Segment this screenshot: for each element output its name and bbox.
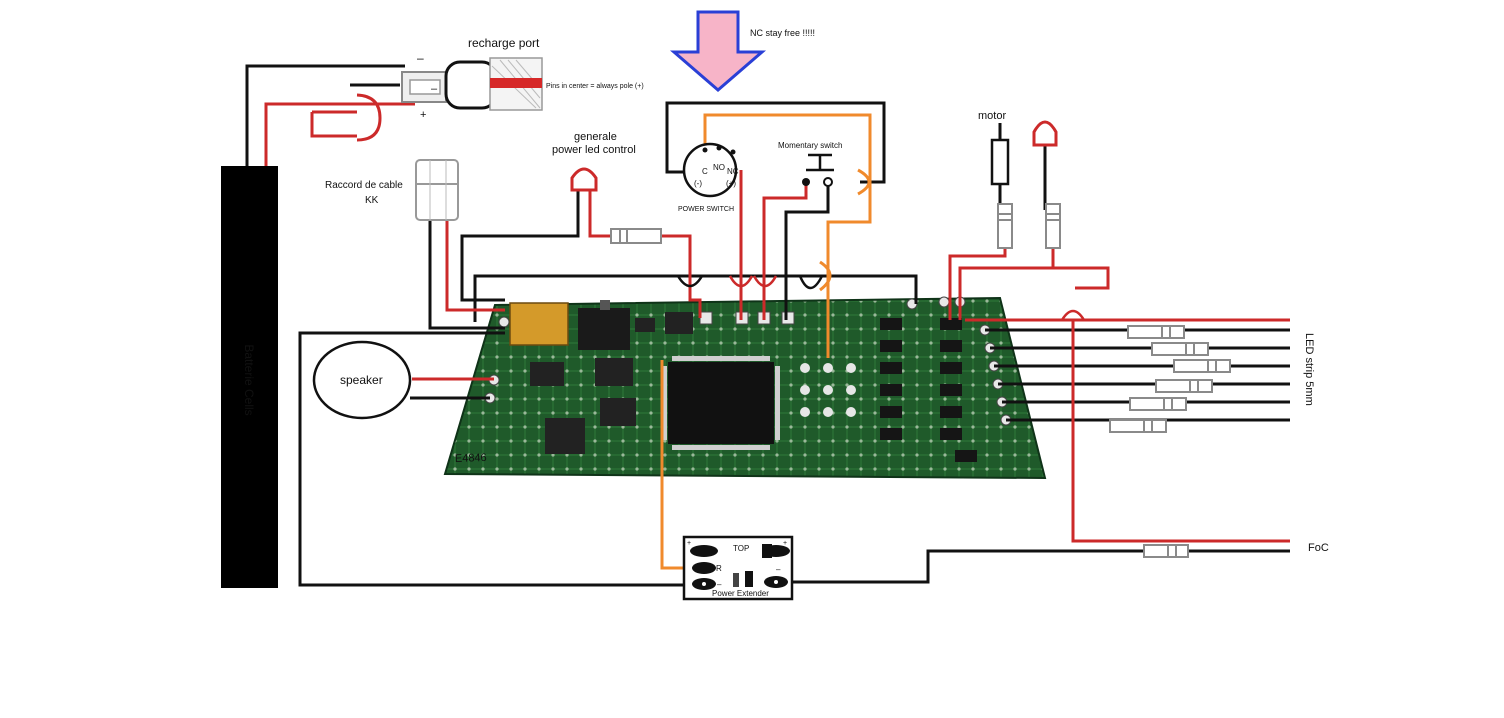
ps-c: C — [702, 167, 708, 176]
status-led — [1032, 120, 1061, 249]
nc-warning-arrow: NC stay free !!!!! — [669, 10, 815, 92]
power-extender: TOP R – – + + Power Extender — [682, 535, 794, 601]
cable-connector: Raccord de cable KK — [325, 159, 459, 221]
pe-minus-left: – — [717, 580, 722, 589]
power-led: generale power led control — [552, 131, 662, 244]
recharge-minus-top: – — [417, 51, 424, 65]
recharge-minus-inner: – — [431, 83, 438, 95]
pe-top-label: TOP — [733, 544, 749, 553]
motor-label: motor — [978, 110, 1006, 122]
nc-warning-text: NC stay free !!!!! — [750, 28, 815, 38]
battery-label: Batterie Cells — [242, 344, 256, 415]
foc-label: FoC — [1308, 542, 1329, 554]
pe-r-label: R — [716, 564, 722, 573]
pins-center-note: Pins in center = always pole (+) — [546, 83, 644, 90]
power-switch: C NO NC (-) (+) POWER SWITCH — [678, 142, 739, 213]
generale-label-2: power led control — [552, 144, 636, 156]
generale-label-1: generale — [574, 131, 617, 143]
motor: motor — [978, 110, 1013, 249]
decoder-board: E4846 — [443, 296, 1047, 480]
voltage-regulator — [578, 308, 630, 350]
power-switch-label: POWER SWITCH — [678, 206, 734, 213]
ps-no: NO — [713, 163, 725, 172]
battery-cells: Batterie Cells — [221, 166, 278, 588]
ps-plus: (+) — [726, 179, 736, 188]
recharge-port: recharge port – – + Pins in center = alw… — [401, 36, 644, 121]
ps-minus: (-) — [694, 179, 702, 188]
ps-nc: NC — [727, 167, 739, 176]
microcontroller-chip — [668, 362, 774, 444]
raccord-label-2: KK — [365, 195, 379, 206]
led-strip-label: LED strip 5mm — [1303, 333, 1315, 406]
recharge-port-label: recharge port — [468, 36, 540, 50]
raccord-label-1: Raccord de cable — [325, 180, 403, 191]
tantalum-capacitor — [509, 302, 569, 346]
recharge-plus: + — [420, 109, 426, 121]
pad-grid — [800, 363, 856, 417]
pe-plus-right: + — [783, 540, 787, 547]
red-wires — [264, 93, 1290, 543]
momentary-switch-label: Momentary switch — [778, 141, 842, 150]
pe-minus-right: – — [776, 565, 781, 574]
board-code: E4846 — [455, 452, 487, 465]
pe-plus-left: + — [687, 540, 691, 547]
wire-crossings — [676, 275, 1086, 321]
led-strip-resistors — [1109, 325, 1231, 558]
speaker-label: speaker — [340, 373, 383, 387]
orange-wires — [660, 113, 872, 570]
speaker: speaker — [312, 340, 412, 420]
pe-name-label: Power Extender — [712, 589, 769, 598]
momentary-switch: Momentary switch — [778, 141, 842, 187]
